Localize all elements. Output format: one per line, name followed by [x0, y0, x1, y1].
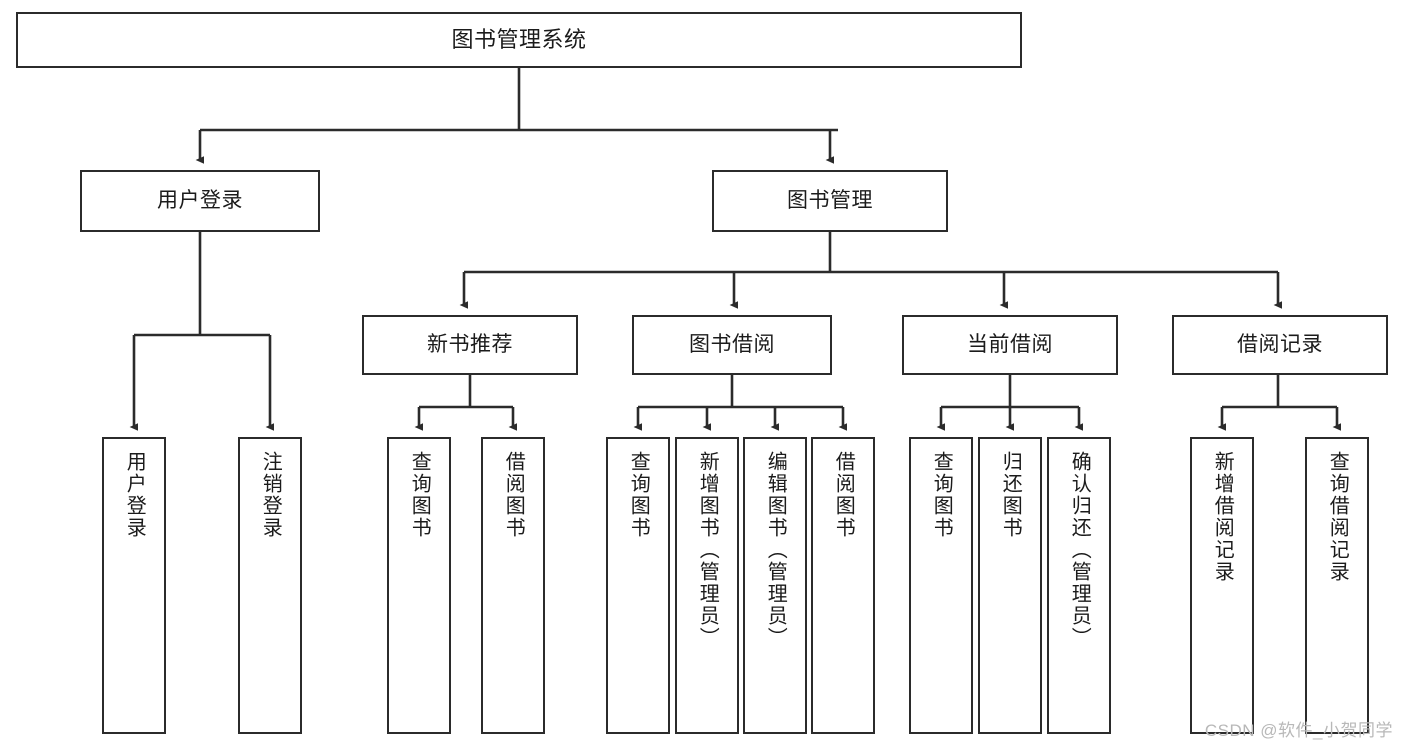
- node-label: 归还图书: [999, 451, 1022, 539]
- node-label: 注销登录: [259, 451, 282, 539]
- node-label: 编辑图书（管理员）: [764, 451, 787, 649]
- leaf-current-borrow-query[interactable]: 查询图书: [909, 437, 973, 734]
- leaf-user-login-login[interactable]: 用户登录: [102, 437, 166, 734]
- node-label: 查询图书: [627, 451, 650, 539]
- leaf-book-borrow-borrow[interactable]: 借阅图书: [811, 437, 875, 734]
- node-label: 新增图书（管理员）: [696, 451, 719, 649]
- leaf-user-login-logout[interactable]: 注销登录: [238, 437, 302, 734]
- node-label: 查询借阅记录: [1326, 451, 1349, 583]
- node-label: 用户登录: [157, 188, 243, 212]
- node-label: 图书管理: [787, 188, 873, 212]
- node-root-system[interactable]: 图书管理系统: [16, 12, 1022, 68]
- watermark: CSDN @软件_小贺同学: [1204, 721, 1393, 740]
- node-book-borrow[interactable]: 图书借阅: [632, 315, 832, 375]
- node-label: 图书借阅: [689, 332, 775, 356]
- node-new-book-recommend[interactable]: 新书推荐: [362, 315, 578, 375]
- leaf-new-book-query[interactable]: 查询图书: [387, 437, 451, 734]
- node-label: 借阅图书: [502, 451, 525, 539]
- leaf-borrow-record-add[interactable]: 新增借阅记录: [1190, 437, 1254, 734]
- node-label: 查询图书: [408, 451, 431, 539]
- node-label: 新增借阅记录: [1211, 451, 1234, 583]
- node-label: 借阅记录: [1237, 332, 1323, 356]
- node-book-management[interactable]: 图书管理: [712, 170, 948, 232]
- leaf-book-borrow-query[interactable]: 查询图书: [606, 437, 670, 734]
- node-label: 当前借阅: [967, 332, 1053, 356]
- node-label: 用户登录: [123, 451, 146, 539]
- leaf-book-borrow-edit[interactable]: 编辑图书（管理员）: [743, 437, 807, 734]
- leaf-borrow-record-query[interactable]: 查询借阅记录: [1305, 437, 1369, 734]
- node-label: 借阅图书: [832, 451, 855, 539]
- leaf-current-borrow-confirm-return[interactable]: 确认归还（管理员）: [1047, 437, 1111, 734]
- leaf-current-borrow-return[interactable]: 归还图书: [978, 437, 1042, 734]
- leaf-new-book-borrow[interactable]: 借阅图书: [481, 437, 545, 734]
- node-label: 查询图书: [930, 451, 953, 539]
- node-label: 图书管理系统: [451, 27, 587, 53]
- node-current-borrow[interactable]: 当前借阅: [902, 315, 1118, 375]
- leaf-book-borrow-add[interactable]: 新增图书（管理员）: [675, 437, 739, 734]
- node-label: 新书推荐: [427, 332, 513, 356]
- node-label: 确认归还（管理员）: [1068, 451, 1091, 649]
- node-borrow-record[interactable]: 借阅记录: [1172, 315, 1388, 375]
- node-user-login[interactable]: 用户登录: [80, 170, 320, 232]
